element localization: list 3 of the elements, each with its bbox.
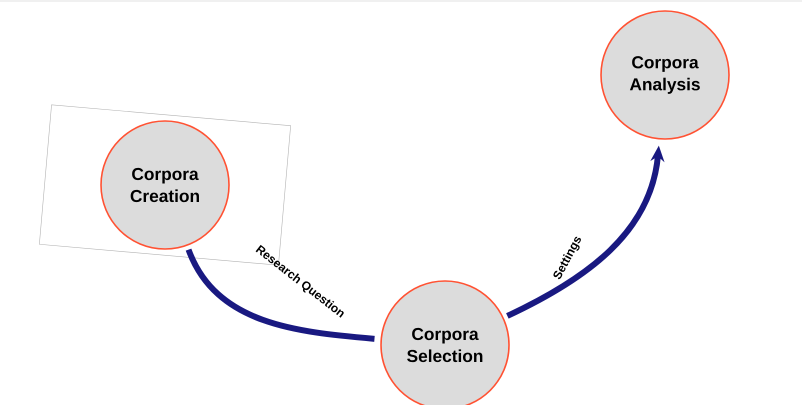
circle-node: Corpora Creation [100, 120, 230, 250]
circle-node: Corpora Analysis [600, 10, 730, 140]
circle-node: Corpora Selection [380, 280, 510, 405]
